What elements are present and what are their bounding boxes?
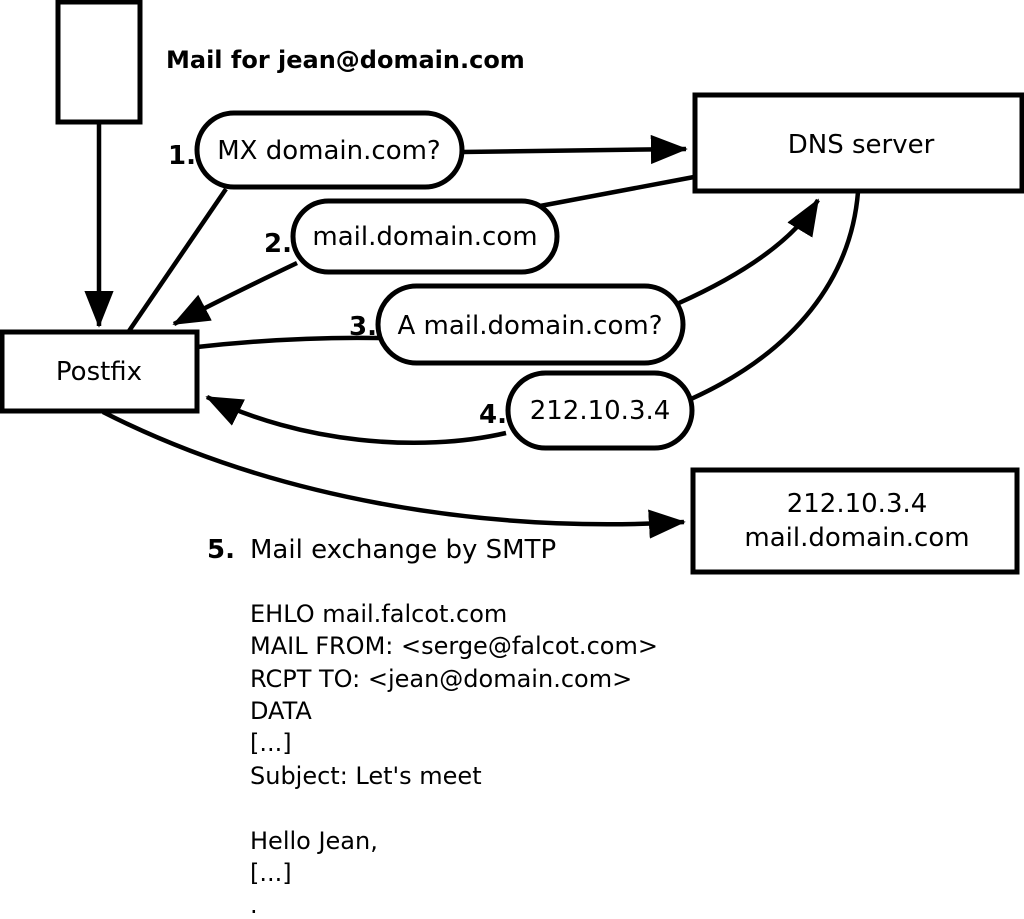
step-5-number: 5. xyxy=(207,535,235,565)
step-2-bubble-label: mail.domain.com xyxy=(312,222,537,252)
dns-server-label: DNS server xyxy=(788,130,935,160)
smtp-session-block: EHLO mail.falcot.com MAIL FROM: <serge@f… xyxy=(250,600,658,919)
step-3-number: 3. xyxy=(349,312,377,342)
arrow-query3-to-dns xyxy=(678,198,820,306)
step-1-number: 1. xyxy=(168,141,196,171)
smtp-session-line: MAIL FROM: <serge@falcot.com> xyxy=(250,632,658,660)
line-dns-to-response2 xyxy=(539,174,695,209)
arrow-response2-to-postfix xyxy=(172,260,298,326)
diagram-title: Mail for jean@domain.com xyxy=(166,46,525,74)
step-4-bubble-label: 212.10.3.4 xyxy=(530,396,671,426)
step-4-number: 4. xyxy=(479,400,507,430)
arrow-query1-to-dns xyxy=(461,134,688,165)
smtp-session-line: RCPT TO: <jean@domain.com> xyxy=(250,665,632,693)
dns-server-node xyxy=(692,92,1024,194)
arrow-postfix-to-mailserver xyxy=(101,409,686,539)
smtp-session-line: Hello Jean, xyxy=(250,827,378,855)
step-2-number: 2. xyxy=(264,229,292,259)
smtp-session-line: Subject: Let's meet xyxy=(250,762,482,790)
smtp-session-line: DATA xyxy=(250,697,312,725)
mail-server-host-label: mail.domain.com xyxy=(744,523,969,553)
mail-message-node xyxy=(55,0,143,125)
arrow-response4-to-postfix xyxy=(205,394,507,446)
line-postfix-to-query1 xyxy=(127,187,228,333)
step-1-bubble xyxy=(194,110,465,190)
postfix-label: Postfix xyxy=(56,357,142,387)
step-5-label: Mail exchange by SMTP xyxy=(250,535,556,565)
smtp-session-line: . xyxy=(250,891,258,919)
step-1-bubble-label: MX domain.com? xyxy=(217,136,440,166)
mail-server-node xyxy=(690,467,1020,575)
step-3-bubble xyxy=(375,283,686,366)
line-dns-to-response4 xyxy=(690,191,861,402)
step-2-bubble xyxy=(290,198,560,275)
line-postfix-to-query3 xyxy=(196,335,380,350)
step-3-bubble-label: A mail.domain.com? xyxy=(398,311,663,341)
step-4-bubble xyxy=(505,370,695,451)
smtp-session-line: EHLO mail.falcot.com xyxy=(250,600,507,628)
smtp-session-line: [...] xyxy=(250,859,292,887)
postfix-node xyxy=(0,329,200,414)
mail-server-ip-label: 212.10.3.4 xyxy=(787,489,928,519)
smtp-session-line: [...] xyxy=(250,729,292,757)
